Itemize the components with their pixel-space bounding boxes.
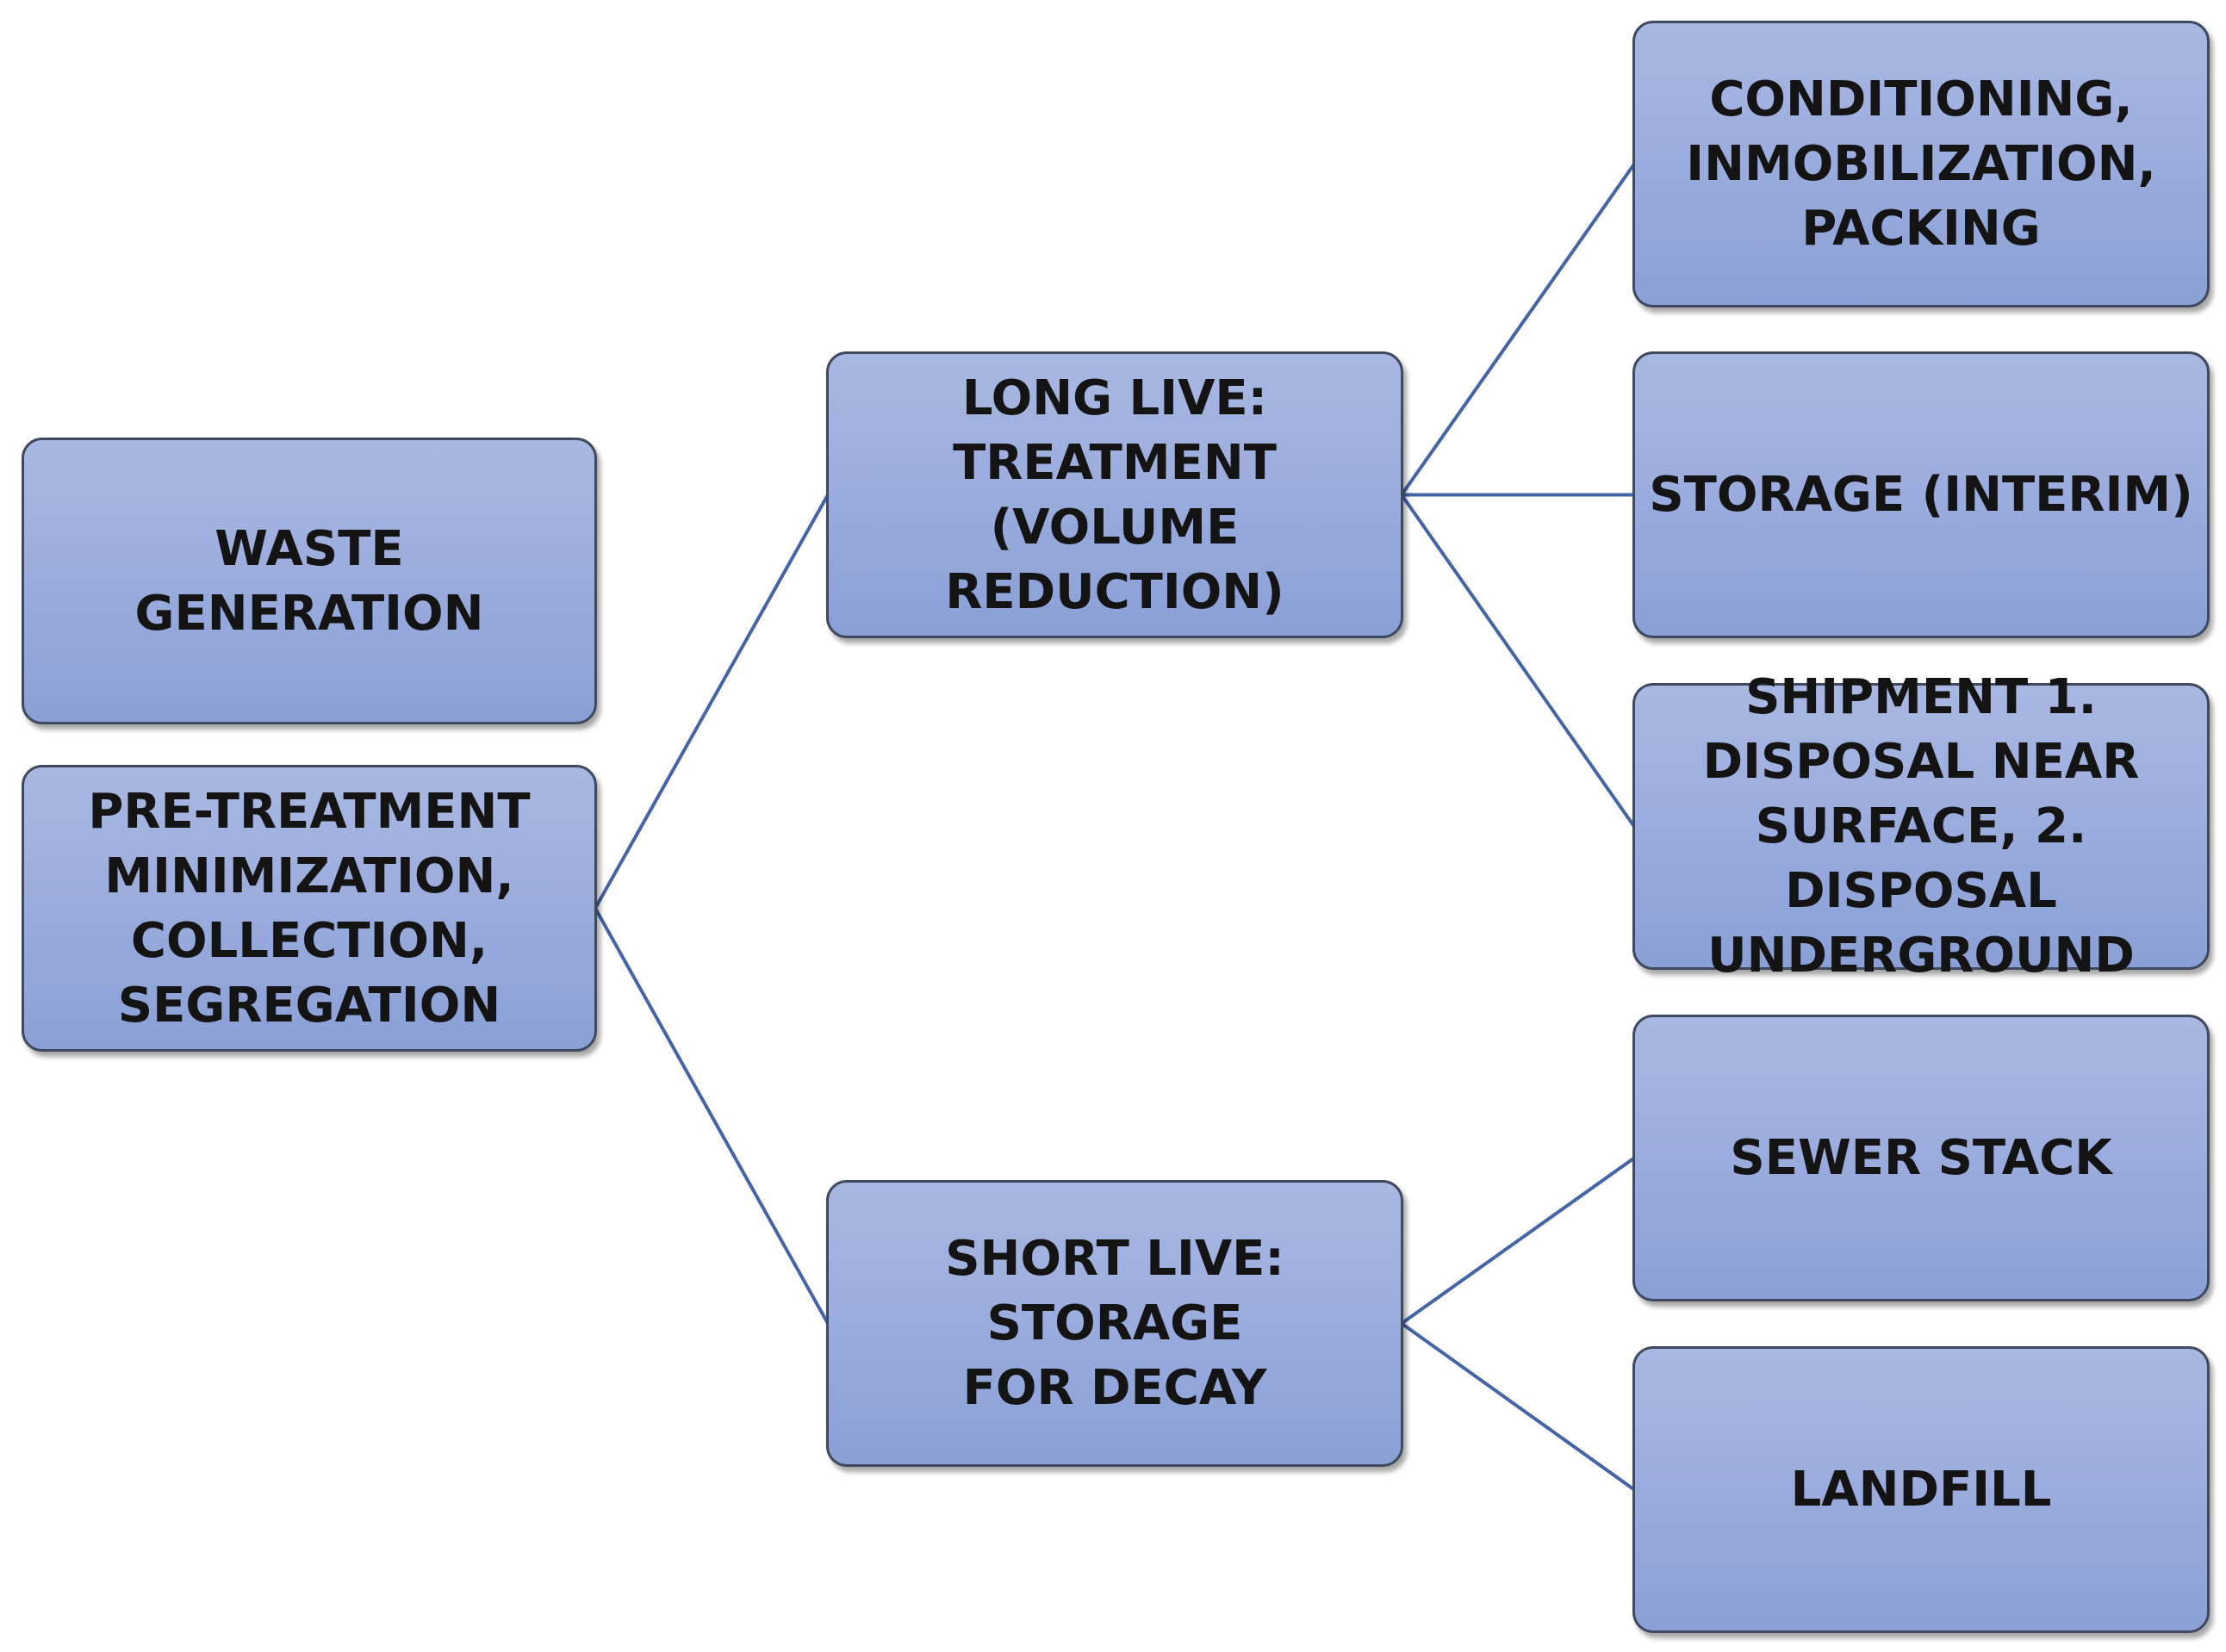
connector-pre-treatment-to-long-live bbox=[594, 494, 830, 910]
node-landfill-label: LANDFILL bbox=[1790, 1462, 2052, 1518]
node-short-live: SHORT LIVE: STORAGE FOR DECAY bbox=[826, 1180, 1403, 1467]
connector-pre-treatment-to-short-live bbox=[594, 907, 830, 1325]
node-storage-interim: STORAGE (INTERIM) bbox=[1632, 351, 2210, 638]
node-conditioning: CONDITIONING, INMOBILIZATION, PACKING bbox=[1632, 21, 2210, 307]
node-pre-treatment-label: PRE-TREATMENT MINIMIZATION, COLLECTION, … bbox=[88, 783, 531, 1034]
node-landfill: LANDFILL bbox=[1632, 1346, 2210, 1633]
connector-long-live-to-conditioning bbox=[1400, 163, 1636, 496]
connector-short-live-to-landfill bbox=[1400, 1321, 1636, 1492]
node-long-live: LONG LIVE: TREATMENT (VOLUME REDUCTION) bbox=[826, 351, 1403, 638]
node-waste-generation: WASTE GENERATION bbox=[22, 438, 597, 724]
node-shipment-label: SHIPMENT 1. DISPOSAL NEAR SURFACE, 2. DI… bbox=[1702, 669, 2140, 984]
connector-short-live-to-sewer-stack bbox=[1400, 1156, 1636, 1326]
node-sewer-stack-label: SEWER STACK bbox=[1730, 1130, 2112, 1186]
node-storage-interim-label: STORAGE (INTERIM) bbox=[1649, 467, 2193, 523]
node-conditioning-label: CONDITIONING, INMOBILIZATION, PACKING bbox=[1686, 71, 2156, 257]
node-waste-generation-label: WASTE GENERATION bbox=[134, 520, 484, 642]
node-short-live-label: SHORT LIVE: STORAGE FOR DECAY bbox=[945, 1231, 1284, 1416]
node-long-live-label: LONG LIVE: TREATMENT (VOLUME REDUCTION) bbox=[945, 370, 1284, 620]
node-shipment: SHIPMENT 1. DISPOSAL NEAR SURFACE, 2. DI… bbox=[1632, 669, 2210, 984]
connector-long-live-to-shipment bbox=[1400, 494, 1636, 828]
node-sewer-stack: SEWER STACK bbox=[1632, 1015, 2210, 1301]
node-pre-treatment: PRE-TREATMENT MINIMIZATION, COLLECTION, … bbox=[22, 765, 597, 1052]
